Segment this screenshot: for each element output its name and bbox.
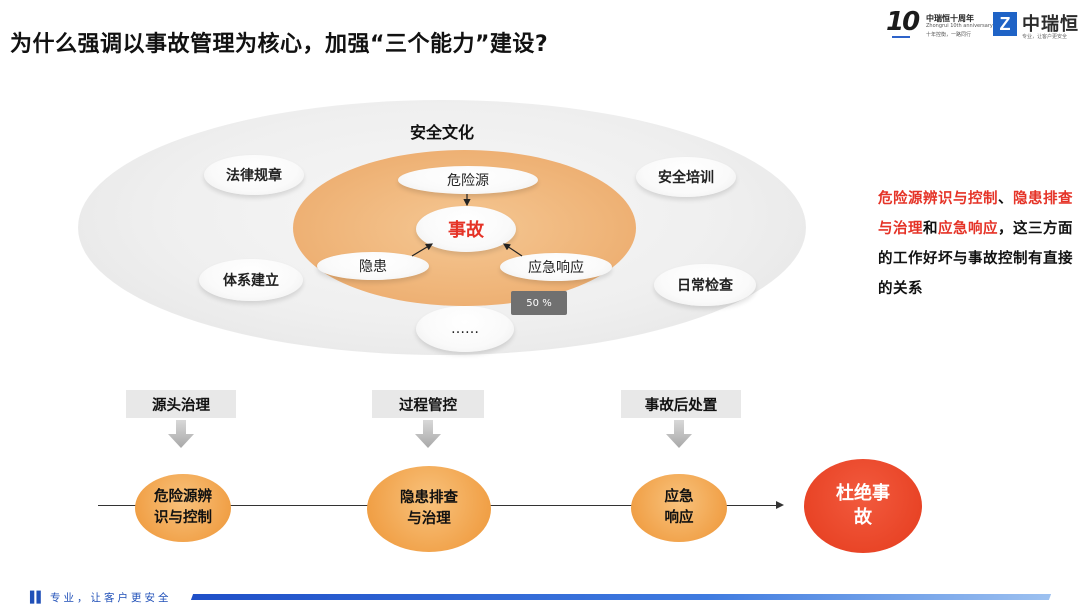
page-title: 为什么强调以事故管理为核心，加强“三个能力”建设? <box>10 32 549 57</box>
side-note-hazard: 危险源辨识与控制 <box>878 191 998 207</box>
arrow-hidden-to-accident <box>411 243 434 257</box>
goal-line: 杜绝事 <box>836 483 890 504</box>
safety-culture-label: 安全文化 <box>409 123 474 142</box>
outer-item-system: 体系建立 <box>199 259 303 301</box>
stage-label-post: 事故后处置 <box>621 390 741 418</box>
anniversary-title: 中瑞恒十周年 <box>926 14 974 23</box>
brand-mark-icon: Z <box>993 12 1017 36</box>
center-accident-label: 事故 <box>448 220 484 241</box>
anniversary-underline <box>892 36 910 38</box>
stage-circle-line: 隐患排查 <box>400 490 458 506</box>
side-note-sep: 、 <box>998 191 1013 207</box>
inner-item-hazard: 危险源 <box>398 166 538 194</box>
outer-item-training: 安全培训 <box>636 157 736 197</box>
timeline-arrowhead-icon <box>776 501 784 509</box>
anniversary-slogan: 十年控衡，一路同行 <box>926 32 972 38</box>
stage-circle-hazard-control: 危险源辨识与控制 <box>135 474 231 542</box>
stage-circle-line: 危险源辨 <box>154 489 212 505</box>
brand-logo: Z 中瑞恒 专业，让客户更安全 <box>993 10 1080 40</box>
stage-circle-line: 响应 <box>664 510 694 526</box>
side-note-comma: ， <box>998 221 1013 237</box>
percent-badge: 50 % <box>511 291 567 315</box>
side-note-hidden: 隐患排查与治理 <box>878 191 1073 237</box>
down-arrow-icon <box>415 420 441 448</box>
footer-bars-icon: ▌▌ <box>30 591 45 604</box>
stage-circle-hidden-danger: 隐患排查与治理 <box>367 466 491 552</box>
outer-item-law: 法律规章 <box>204 155 304 195</box>
footer-gradient-bar <box>190 594 1052 600</box>
anniversary-subtitle-en: Zhongrui 10th anniversary <box>926 23 993 29</box>
stage-circle-line: 识与控制 <box>154 510 212 526</box>
outer-item-more: …… <box>416 306 514 352</box>
stage-circle-line: 与治理 <box>407 511 451 527</box>
stage-label-source: 源头治理 <box>126 390 236 418</box>
side-note-and: 和 <box>923 221 938 237</box>
brand-tagline: 专业，让客户更安全 <box>1022 34 1068 40</box>
side-note: 危险源辨识与控制、隐患排查与治理和应急响应，这三方面的工作好坏与事故控制有直接的… <box>878 184 1078 304</box>
anniversary-logo: 10 中瑞恒十周年 Zhongrui 10th anniversary 十年控衡… <box>886 7 993 40</box>
goal-line: 故 <box>854 507 872 528</box>
stage-circle-emergency: 应急响应 <box>631 474 727 542</box>
footer-slogan: 专业，让客户更安全 <box>50 592 172 604</box>
stage-circle-line: 应急 <box>664 489 694 505</box>
inner-item-hidden-danger: 隐患 <box>317 252 429 280</box>
down-arrow-icon <box>666 420 692 448</box>
down-arrow-icon <box>168 420 194 448</box>
arrow-emergency-to-accident <box>503 243 523 257</box>
anniversary-number: 10 <box>886 7 920 37</box>
inner-item-emergency: 应急响应 <box>500 253 612 281</box>
side-note-emergency: 应急响应 <box>938 221 998 237</box>
goal-circle: 杜绝事故 <box>804 459 922 553</box>
stage-label-process: 过程管控 <box>372 390 484 418</box>
outer-item-inspection: 日常检查 <box>654 264 756 306</box>
side-note-rest: 这三方面的工作好坏与事故控制有直接的关系 <box>878 221 1073 297</box>
brand-name: 中瑞恒 <box>1022 14 1079 35</box>
